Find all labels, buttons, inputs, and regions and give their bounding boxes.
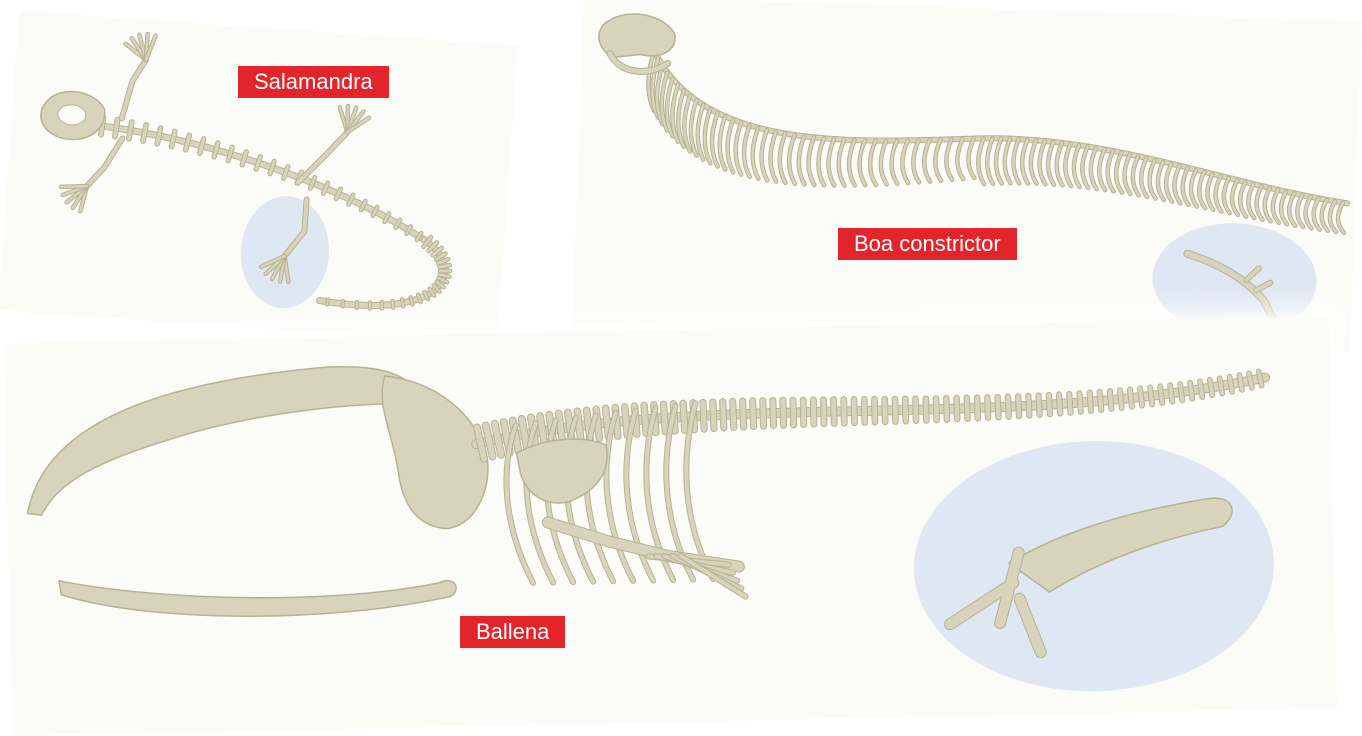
salamander-tail-vertebra xyxy=(327,299,328,305)
whale-vertebra xyxy=(1180,384,1182,400)
whale-vertebra xyxy=(1190,383,1192,399)
whale-vertebra xyxy=(1160,386,1162,403)
whale-vertebra xyxy=(486,426,493,457)
whale-vertebra xyxy=(723,402,724,428)
whale-vertebra xyxy=(733,401,734,427)
salamander-panel xyxy=(0,11,518,345)
whale-vertebra xyxy=(998,397,999,417)
salamander-vertebra xyxy=(115,120,118,137)
whale-vertebra xyxy=(823,400,824,424)
salamander-vertebra xyxy=(270,161,274,174)
whale-vertebra xyxy=(905,399,906,421)
whale-vertebra xyxy=(1028,396,1029,416)
whale-vertebra xyxy=(763,401,764,426)
salamander-tail-vertebra xyxy=(440,270,450,271)
whale-vertebra xyxy=(1100,392,1102,410)
boa-constrictor-skeleton xyxy=(572,0,1361,351)
whale-vertebra xyxy=(1049,395,1050,414)
whale-vertebra xyxy=(1200,381,1202,397)
salamander-tail-vertebra xyxy=(381,302,382,309)
whale-upper-jaw xyxy=(25,365,428,516)
whale-vertebra xyxy=(683,403,685,430)
whale-vertebra xyxy=(1150,387,1152,404)
salamander-vertebra xyxy=(242,152,246,165)
whale-vertebra xyxy=(813,400,814,424)
salamander-tail-vertebra xyxy=(357,302,358,308)
whale-vertebra xyxy=(783,400,784,425)
salamander-tail-vertebra xyxy=(342,301,343,307)
whale-vertebra xyxy=(577,411,581,440)
salamander-hind-leg-upper xyxy=(298,129,348,186)
whale-vertebra xyxy=(1140,388,1142,405)
salamander-front-leg-upper xyxy=(122,59,146,120)
whale-vertebra xyxy=(703,402,704,429)
boa-panel xyxy=(572,0,1361,351)
salamander-tail-vertebra xyxy=(392,301,394,308)
whale-vertebra xyxy=(915,399,916,421)
whale-vertebra xyxy=(495,424,501,455)
whale-vertebra xyxy=(957,398,958,419)
whale-skeleton xyxy=(4,316,1337,736)
whale-vertebra xyxy=(743,401,744,427)
whale-vertebra xyxy=(967,398,968,419)
salamander-tail-vertebra xyxy=(369,302,370,309)
whale-vertebra xyxy=(1170,385,1172,401)
whale-vertebra xyxy=(1130,389,1132,406)
salamander-vertebra xyxy=(228,147,232,161)
whale-vertebra xyxy=(1079,393,1080,411)
whale-vertebra xyxy=(1120,390,1122,408)
whale-vertebra xyxy=(1229,377,1232,392)
whale-vertebra xyxy=(1039,395,1040,414)
whale-vertebra xyxy=(713,402,714,428)
whale-vertebra xyxy=(926,399,927,421)
whale-vertebra xyxy=(1008,397,1009,417)
whale-vertebra xyxy=(664,404,666,431)
whale-label: Ballena xyxy=(460,616,565,648)
whale-vertebra xyxy=(1210,380,1212,396)
whale-vertebra xyxy=(644,405,646,433)
salamander-vertebra xyxy=(256,156,260,169)
whale-vertebra xyxy=(1110,391,1112,409)
whale-vertebra xyxy=(977,398,978,419)
whale-panel xyxy=(4,316,1337,736)
whale-skull xyxy=(382,374,489,530)
whale-vertebra xyxy=(1059,395,1060,414)
whale-vertebra xyxy=(834,400,835,424)
whale-vertebra xyxy=(1090,393,1091,411)
whale-vertebra xyxy=(1018,396,1019,416)
salamander-label: Salamandra xyxy=(238,66,389,98)
whale-vertebra xyxy=(773,401,774,426)
salamander-skeleton xyxy=(0,11,518,345)
whale-vertebra xyxy=(753,401,754,427)
whale-vertebra xyxy=(803,400,804,424)
whale-lower-jaw xyxy=(59,573,457,621)
whale-vertebra xyxy=(1220,378,1223,393)
whale-vertebra xyxy=(946,398,947,419)
whale-vertebra xyxy=(1069,394,1070,413)
boa-bones xyxy=(590,13,1353,321)
boa-label: Boa constrictor xyxy=(838,228,1017,260)
whale-vertebra xyxy=(936,399,937,420)
whale-vertebra xyxy=(793,400,794,425)
whale-vertebra xyxy=(987,397,988,418)
whale-vertebra xyxy=(625,407,627,435)
